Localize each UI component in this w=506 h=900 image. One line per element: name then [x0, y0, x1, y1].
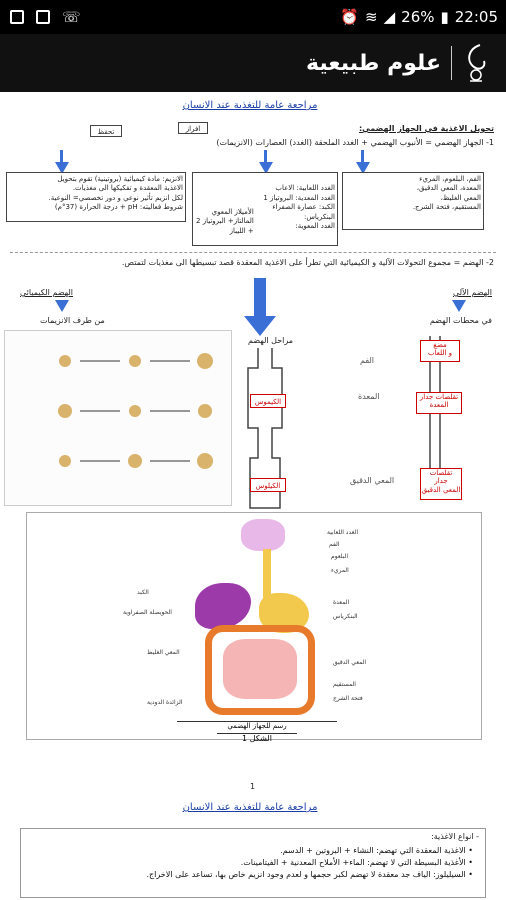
glands-box: الغدد اللعابية: الاعاب الغدد المعدية: ال…: [192, 172, 338, 246]
sd-card-icon: [36, 10, 50, 24]
enzyme-box: الانزيم: مادة كيميائية (بروتينية) تقوم ب…: [6, 172, 186, 222]
app-title: علوم طبيعية: [305, 50, 441, 76]
label-pancreas: البنكرياس: [333, 613, 358, 620]
arrow-stem-right: [361, 150, 364, 164]
stages-label: مراحل الهضم: [248, 336, 294, 345]
arrow-down-icon: [55, 162, 69, 174]
mechanical-sub: في محطات الهضم: [429, 316, 492, 325]
list-item: • السيليلوز: الياف جد معقدة لا تهضم لكبر…: [146, 870, 473, 879]
main-arrow-stem: [254, 278, 266, 318]
main-arrow-down-icon: [244, 316, 276, 336]
wifi-icon: ≋: [365, 8, 378, 26]
stomach-action: تقلصات جدار المعدة: [416, 392, 462, 414]
image-icon: [10, 10, 24, 24]
enzyme-table: [4, 330, 232, 506]
page1-header: مراجعة عامة للتغذية عند الانسان: [182, 100, 318, 111]
label-gallbladder: الحويصلة الصفراوية: [123, 609, 172, 616]
esophagus-shape: [263, 549, 271, 609]
large-intestine-shape: [205, 625, 315, 715]
intestine-action: تقلصات جدار المعي الدقيق: [420, 468, 462, 500]
chemical-title: الهضم الكيميائي: [20, 288, 74, 297]
page-number: 1: [250, 782, 256, 791]
title-divider: [451, 46, 452, 80]
document-page-1: مراجعة عامة للتغذية عند الانسان تحويل ال…: [0, 92, 506, 792]
list-item: • الاغذية المعقدة التي تهضم: النشاء + ال…: [280, 846, 473, 855]
head-organ: [241, 519, 285, 551]
status-bar: ☏ ⏰ ≋ ◢ 26% ▮ 22:05: [0, 0, 506, 34]
signal-icon: ◢: [383, 8, 396, 26]
glands-extra: الأميلاز المعوي المالتاز+ البروتياز 2 + …: [196, 208, 254, 235]
intestine-label: المعي الدقيق: [350, 476, 395, 485]
app-logo-icon: [468, 44, 486, 82]
section2-text: 2- الهضم = مجموع التحولات الآلية و الكيم…: [121, 258, 494, 267]
food-types-box: - انواع الاغذية: • الاغذية المعقدة التي …: [20, 828, 486, 898]
figure-label: الشكل 1: [217, 733, 297, 743]
chyle-label: الكيلوس: [250, 478, 286, 492]
food-types-list: • الاغذية المعقدة التي تهضم: النشاء + ال…: [33, 845, 473, 881]
mouth-action: مضغ و اللعاب: [420, 340, 460, 362]
arrow-stem-left: [60, 150, 63, 164]
figure-caption: رسم للجهاز الهضمي: [177, 721, 337, 730]
arrow-stem-center: [264, 150, 267, 164]
label-stomach: المعدة: [333, 599, 350, 606]
digestive-system-figure: الغدد اللعابية الفم البلعوم المريء المعد…: [26, 512, 482, 743]
food-types-title: - انواع الاغذية:: [431, 832, 479, 841]
arrow-down-icon: [55, 300, 69, 312]
label-small-intestine: المعي الدقيق: [333, 659, 367, 666]
app-bar: علوم طبيعية: [0, 34, 506, 92]
document-page-2: مراجعة عامة للتغذية عند الانسان - انواع …: [0, 792, 506, 900]
arrow-down-icon: [259, 162, 273, 174]
alarm-icon: ⏰: [340, 8, 360, 26]
label-rectum: المستقيم: [333, 681, 356, 688]
phone-icon: ☏: [62, 8, 81, 26]
glands-box-text: الغدد اللعابية: الاعاب الغدد المعدية: ال…: [263, 184, 335, 231]
section1-title: تحويل الاغذية في الجهاز الهضمي:: [358, 124, 494, 133]
battery-percent: 26%: [401, 8, 435, 26]
liver-shape: [195, 583, 251, 629]
label-esophagus: المريء: [331, 567, 349, 574]
label-mouth: الفم: [329, 541, 340, 548]
label-anus: فتحة الشرج: [333, 695, 363, 702]
list-item: • الأغذية البسيطة التي لا تهضم: الماء+ ا…: [240, 858, 473, 867]
label-large-intestine: المعي الغليظ: [147, 649, 180, 656]
clock: 22:05: [454, 8, 498, 26]
chemical-sub: من طرف الانزيمات: [40, 316, 105, 325]
tag-tahfaz: تحفظ: [90, 125, 122, 137]
page2-header: مراجعة عامة للتغذية عند الانسان: [182, 802, 318, 813]
document-viewer[interactable]: مراجعة عامة للتغذية عند الانسان تحويل ال…: [0, 92, 506, 900]
label-salivary: الغدد اللعابية: [327, 529, 359, 536]
arrow-down-icon: [356, 162, 370, 174]
small-intestine-shape: [223, 639, 297, 699]
tag-ifraz: افراز: [178, 122, 208, 134]
mouth-label: الفم: [360, 356, 375, 365]
stomach-label: المعدة: [358, 392, 380, 401]
enzyme-reactions-diagram: [58, 353, 213, 469]
battery-icon: ▮: [440, 8, 449, 26]
digestive-tube-box: الفم، البلعوم، المريء المعدة، المعي الدق…: [342, 172, 484, 230]
arrow-down-icon: [452, 300, 466, 312]
section1-line: 1- الجهاز الهضمي = الأنبوب الهضمي + الغد…: [216, 138, 494, 147]
divider: [10, 252, 496, 253]
label-appendix: الزائدة الدودية: [147, 699, 183, 706]
chyme-label: الكيموس: [250, 394, 286, 408]
label-pharynx: البلعوم: [331, 553, 349, 560]
mechanical-title: الهضم الآلي: [452, 288, 492, 297]
label-liver: الكبد: [137, 589, 149, 596]
